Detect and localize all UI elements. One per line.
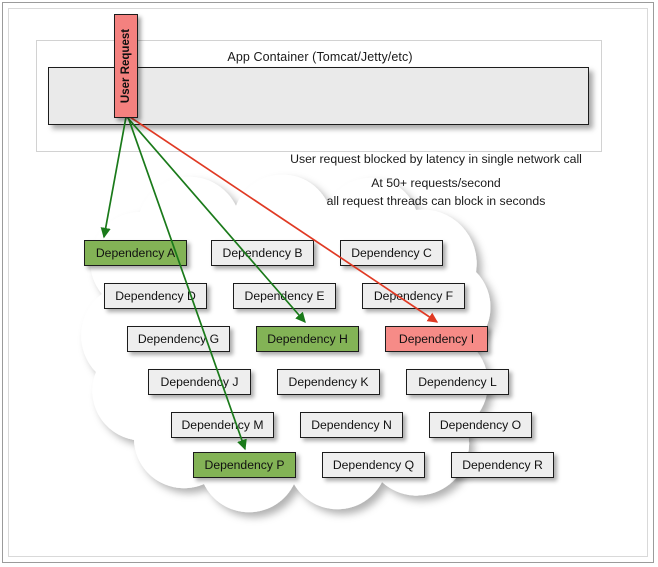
dependency-label: Dependency I: [398, 332, 475, 346]
dependency-box-e[interactable]: Dependency E: [233, 283, 336, 309]
dependency-box-l[interactable]: Dependency L: [406, 369, 509, 395]
dependency-label: Dependency G: [137, 332, 220, 346]
dependency-label: Dependency M: [181, 418, 264, 432]
latency-annotation: User request blocked by latency in singl…: [236, 150, 636, 210]
annotation-line-1: User request blocked by latency in singl…: [290, 152, 582, 166]
dependency-box-h[interactable]: Dependency H: [256, 326, 359, 352]
dependency-box-m[interactable]: Dependency M: [171, 412, 274, 438]
dependency-box-d[interactable]: Dependency D: [104, 283, 207, 309]
dependency-label: Dependency J: [160, 375, 239, 389]
dependency-label: Dependency C: [351, 246, 432, 260]
dependency-label: Dependency Q: [332, 458, 415, 472]
dependency-label: Dependency K: [288, 375, 369, 389]
user-request-box[interactable]: User Request: [114, 14, 138, 118]
user-request-label: User Request: [120, 28, 132, 104]
dependency-box-a[interactable]: Dependency A: [84, 240, 187, 266]
dependency-label: Dependency O: [439, 418, 522, 432]
dependency-box-c[interactable]: Dependency C: [340, 240, 443, 266]
dependency-label: Dependency L: [418, 375, 497, 389]
dependency-box-o[interactable]: Dependency O: [429, 412, 532, 438]
dependency-box-q[interactable]: Dependency Q: [322, 452, 425, 478]
dependency-label: Dependency D: [115, 289, 196, 303]
dependency-box-j[interactable]: Dependency J: [148, 369, 251, 395]
annotation-line-3: all request threads can block in seconds: [326, 194, 546, 208]
dependency-box-g[interactable]: Dependency G: [127, 326, 230, 352]
dependency-label: Dependency A: [95, 246, 176, 260]
dependency-label: Dependency R: [462, 458, 543, 472]
dependency-box-f[interactable]: Dependency F: [362, 283, 465, 309]
dependency-box-n[interactable]: Dependency N: [300, 412, 403, 438]
annotation-line-2: At 50+ requests/second: [371, 176, 501, 190]
dependency-box-k[interactable]: Dependency K: [277, 369, 380, 395]
dependency-label: Dependency H: [267, 332, 348, 346]
dependency-box-p[interactable]: Dependency P: [193, 452, 296, 478]
dependency-label: Dependency B: [222, 246, 303, 260]
dependency-label: Dependency E: [244, 289, 325, 303]
dependency-label: Dependency N: [311, 418, 392, 432]
dependency-label: Dependency P: [204, 458, 285, 472]
dependency-box-r[interactable]: Dependency R: [451, 452, 554, 478]
dependency-box-b[interactable]: Dependency B: [211, 240, 314, 266]
app-container-title: App Container (Tomcat/Jetty/etc): [227, 50, 413, 64]
dependency-box-i[interactable]: Dependency I: [385, 326, 488, 352]
dependency-label: Dependency F: [373, 289, 454, 303]
